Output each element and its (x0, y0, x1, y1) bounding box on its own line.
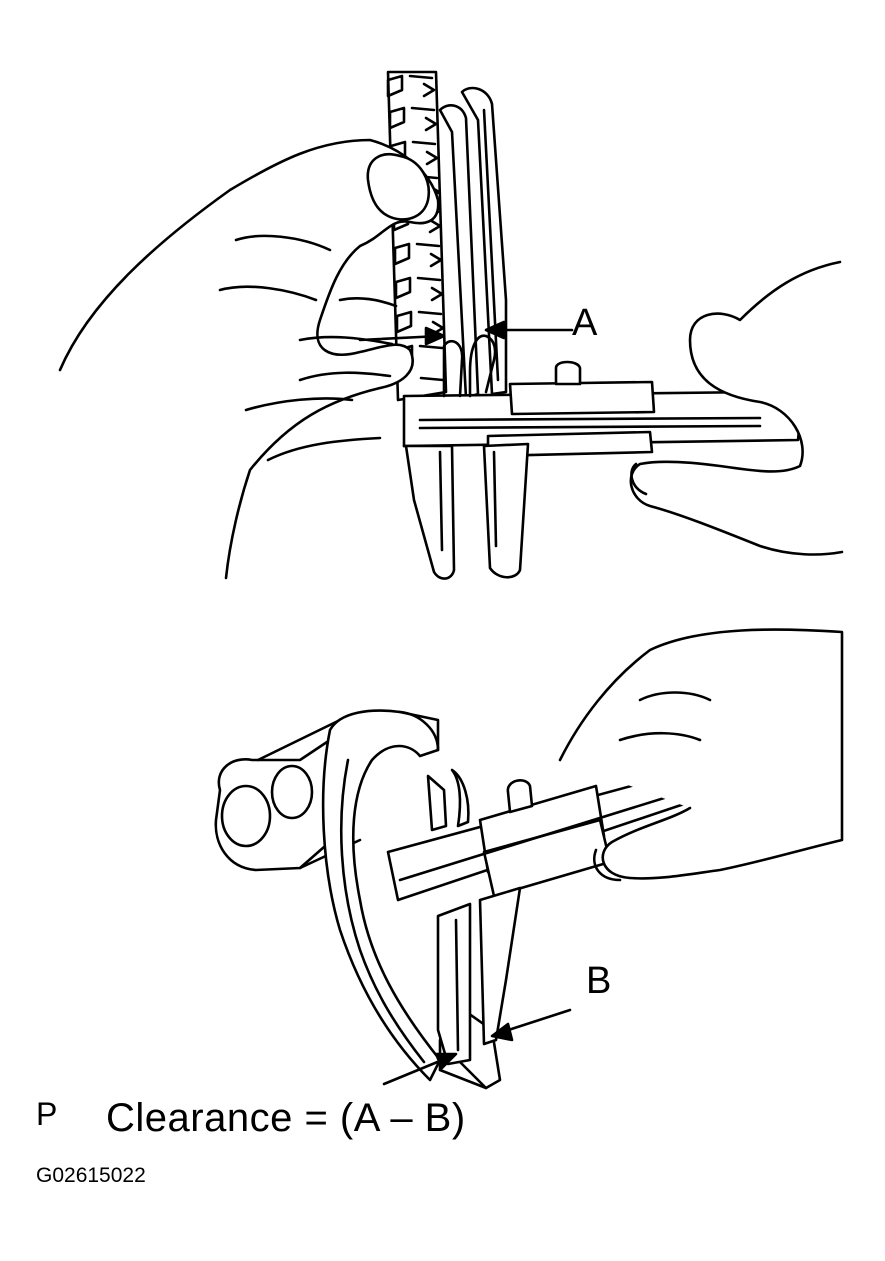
clearance-formula: Clearance = (A – B) (106, 1096, 466, 1140)
gear-caliper-icon (58, 70, 844, 580)
label-a: A (572, 302, 598, 344)
dimension-arrow-a (358, 320, 574, 346)
figure-code: G02615022 (36, 1164, 146, 1187)
shift-fork-caliper-icon (214, 628, 844, 1090)
label-b: B (586, 960, 612, 1002)
dimension-arrow-b (382, 1008, 572, 1086)
label-p: P (36, 1096, 58, 1132)
